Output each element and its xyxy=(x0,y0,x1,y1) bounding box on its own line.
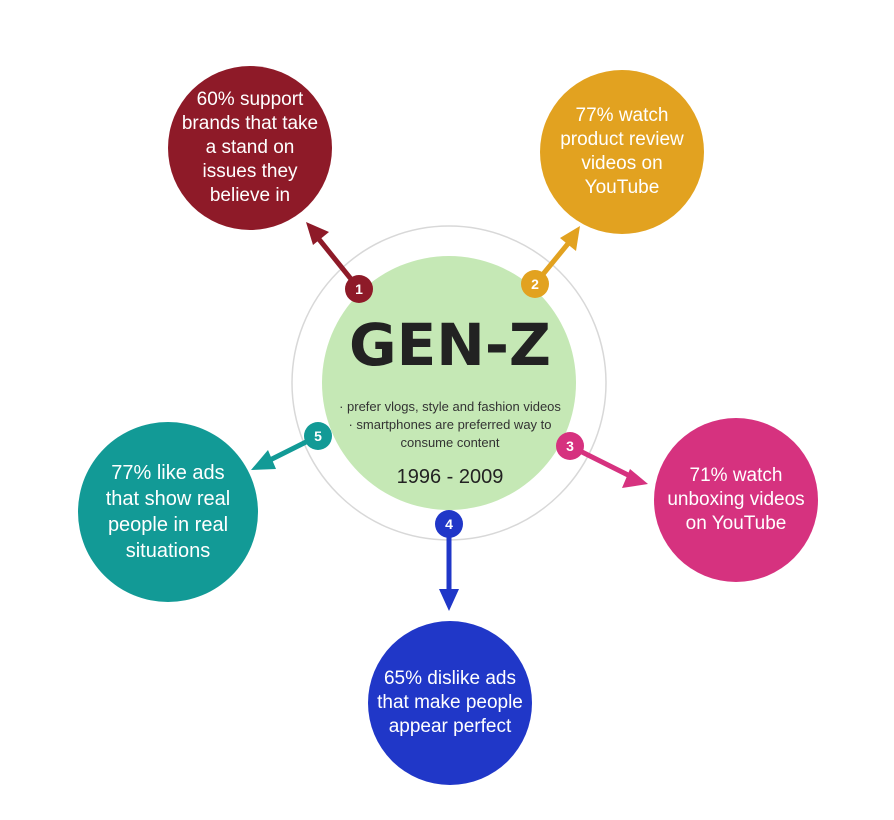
badge-number-3: 3 xyxy=(566,438,574,454)
badge-number-5: 5 xyxy=(314,428,322,444)
center-title: GEN-Z xyxy=(349,311,551,379)
badge-circle-4 xyxy=(435,510,463,538)
center-bullet-vlogs: · prefer vlogs, style and fashion videos xyxy=(339,399,561,414)
center-bullet-smartphones: · smartphones are preferred way to xyxy=(348,417,552,432)
stat-text-5: 77% like ads that show real people in re… xyxy=(105,462,231,562)
badge-number-2: 2 xyxy=(531,276,539,292)
stat-text-2: 77% watch product review videos on YouTu… xyxy=(560,105,684,198)
stat-circle-5 xyxy=(78,422,258,602)
badge-circle-3 xyxy=(556,432,584,460)
badge-number-1: 1 xyxy=(355,281,363,297)
badge-circle-5 xyxy=(304,422,332,450)
badge-circle-2 xyxy=(521,270,549,298)
stat-circle-4 xyxy=(368,621,532,785)
badge-number-4: 4 xyxy=(445,516,453,532)
badge-circle-1 xyxy=(345,275,373,303)
center-years: 1996 - 2009 xyxy=(396,466,504,488)
stat-circle-1 xyxy=(168,66,332,230)
stat-text-1: 60% support brands that take a stand on … xyxy=(181,89,319,206)
stat-circle-2 xyxy=(540,70,704,234)
center-circle xyxy=(322,256,576,510)
stat-text-4: 65% dislike ads that make people appear … xyxy=(377,668,523,737)
stat-text-3: 71% watch unboxing videos on YouTube xyxy=(667,465,805,534)
stat-circle-3 xyxy=(654,418,818,582)
center-bullet-content: consume content xyxy=(400,435,500,450)
